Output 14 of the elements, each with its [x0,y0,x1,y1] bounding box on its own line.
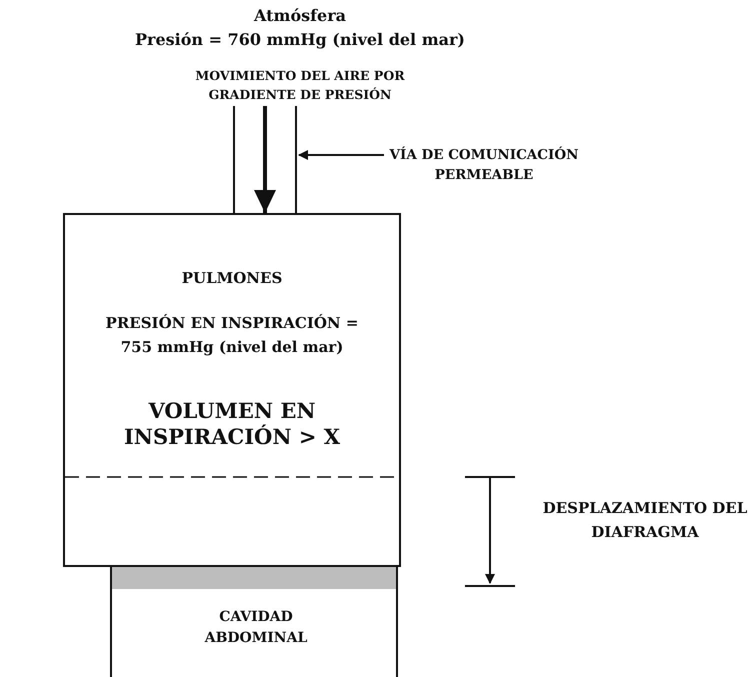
lungs-box [63,213,401,567]
abdominal-cavity-label: CAVIDAD ABDOMINAL [204,608,308,648]
diaphragm-displacement-text: DESPLAZAMIENTO DEL DIAFRAGMA [542,498,748,543]
arrow [298,150,384,160]
arrow [254,106,276,213]
abdominal-cavity [110,589,398,677]
lungs-label: PULMONES [180,269,284,287]
pressure-text: PRESIÓN EN INSPIRACIÓN = 755 mmHg (nivel del mar) [104,313,360,358]
air-movement-text: MOVIMIENTO DEL AIRE POR GRADIENTE DE PRESIÓN [185,66,415,104]
airway-text: VÍA DE COMUNICACIÓN PERMEABLE [386,145,582,185]
atmospheric-pressure-text: Presión = 760 mmHg (nivel del mar) [134,30,466,49]
volume-text: VOLUMEN EN INSPIRACIÓN > X [122,398,342,450]
atmosphere-heading: Atmósfera [252,6,347,25]
diaphragm-bar [110,567,398,589]
